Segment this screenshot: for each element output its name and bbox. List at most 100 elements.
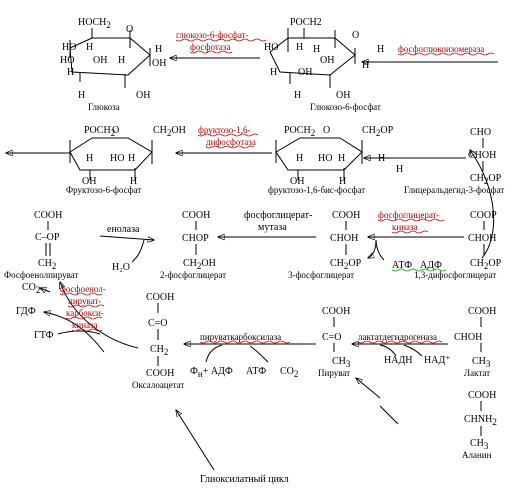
f6p-ho-1: HO	[110, 153, 124, 164]
g6p-oh-1: OH	[320, 55, 334, 66]
phosphoglucoisomerase-label: H фосфоглюкоизомераза	[377, 44, 495, 56]
nad-branch	[403, 344, 423, 357]
alanine-line-3: CH3	[470, 438, 489, 451]
arrow-alanine-to-pyr	[356, 378, 381, 399]
g3p-line-1: CHO	[470, 127, 491, 138]
arrow-gdf	[44, 312, 105, 353]
g3p-structure: CHO CHOH CH2OP Глицеральдегид-3-фосфат	[404, 127, 504, 195]
f16bp-h-1: H	[296, 153, 303, 164]
pg2-name: 2-фосфоглицерат	[160, 270, 226, 280]
gdf-label: ГДФ	[16, 306, 36, 317]
alanine-name: Аланин	[462, 450, 492, 460]
pepck-line-1: фосфоенол-	[60, 284, 106, 294]
pg2-line-2: CHOP	[182, 233, 209, 244]
gtf-label: ГТФ	[34, 330, 54, 341]
pepck-line-3: карбокси-	[66, 308, 104, 318]
glucose-oh-2: OH	[152, 58, 166, 69]
bpg-name: 1,3-дифосфоглицерат	[414, 270, 496, 280]
co2-label: CO2	[22, 282, 40, 295]
glucose-ho-2: HO	[60, 55, 74, 66]
pepck-label: фосфоенол- пируват- карбокси- киназа	[59, 284, 106, 332]
arrow-alanine-to-pyr-tail	[379, 405, 399, 425]
g6p-top-label: POCH2	[290, 17, 322, 28]
f6p-ch2oh: CH2OH	[153, 125, 186, 138]
oaa-line-3: CH2	[150, 344, 168, 357]
g6p-oh-2: OH	[298, 67, 312, 78]
pg3-name: 3-фосфоглицерат	[288, 270, 354, 280]
pyruvate-carboxylase-label: пируваткарбоксилаза	[199, 332, 291, 344]
glucose-o: O	[126, 24, 133, 35]
adp-label: АДФ	[420, 260, 442, 271]
alanine-structure: COOH CHNH2 CH3 Аланин	[462, 390, 497, 460]
pyr-carb-text: пируваткарбоксилаза	[200, 332, 281, 342]
pg3-structure: COOH CHOH CH2OP 3-фосфоглицерат	[288, 210, 362, 280]
oaa-line-2: C=O	[148, 318, 168, 329]
lactate-line-2: CHOH	[454, 332, 482, 343]
g6p-phosphatase-line-1: глюкозо-6-фосфат-	[176, 30, 249, 40]
gtf-branch	[57, 330, 101, 335]
f16bp-o: O	[323, 125, 330, 136]
g6p-name: Глюкозо-6-фосфат	[310, 102, 381, 112]
pep-structure: COOH C–OP CH2 Фосфоенолпируват	[4, 210, 78, 280]
pep-name: Фосфоенолпируват	[4, 270, 78, 280]
g6p-phosphatase-label: глюкозо-6-фосфат- фосфотаза	[175, 30, 267, 54]
g6p-h-1: H	[296, 42, 303, 53]
glucose-h-3: H	[67, 67, 74, 78]
glyoxylate-cycle-label: Глиоксилатный цикл	[200, 474, 289, 485]
glucose-h-2: H	[118, 55, 125, 66]
pg3-line-2: CHOH	[330, 233, 358, 244]
nad-label: НАД⁺	[424, 355, 451, 366]
pg3-line-3: CH2OP	[330, 258, 362, 271]
arrow-bpg-to-g3p	[470, 150, 495, 259]
glucose-h-5: H	[78, 90, 85, 101]
g6p-h-4: H	[362, 60, 369, 71]
pg-kinase-line-1: фосфоглицерат-	[378, 210, 440, 220]
pyruvate-name: Пируват	[318, 368, 350, 378]
glucose-h-1: H	[86, 42, 93, 53]
water-branch	[131, 239, 145, 263]
f6p-o: O	[112, 125, 119, 136]
isomerase-h: H	[377, 44, 384, 55]
pg2-line-3: CH2OH	[183, 258, 216, 271]
g6p-structure: POCH2 HO H O H OH H OH H H OH Глюкозо-6-…	[264, 17, 381, 112]
arrow-pep-to-2pg	[99, 235, 154, 240]
pyruvate-structure: COOH C=O CH3 Пируват	[318, 306, 351, 378]
f16bp-h-3: H	[339, 176, 346, 187]
mutase-line-2: мутаза	[258, 222, 287, 233]
nadh-label: НАДН	[384, 355, 413, 366]
f16bp-ch2op: CH2OP	[362, 125, 394, 138]
co2b-label: CO2	[280, 366, 298, 379]
f16bp-ho-1: HO	[318, 153, 332, 164]
pg-kinase-label: фосфоглицерат- киназа	[377, 210, 445, 234]
fn-branch	[205, 344, 223, 363]
bpg-line-2: CHOH	[468, 233, 496, 244]
glucose-ring	[69, 37, 151, 76]
bpg-line-3: CH2OP	[470, 258, 502, 271]
g6p-ho-1: HO	[264, 42, 278, 53]
g3p-name: Глицеральдегид-3-фосфат	[404, 185, 504, 195]
f6p-h-2: H	[128, 153, 135, 164]
pepck-line-2: пируват-	[68, 296, 101, 306]
f6p-top-label: POCH2	[84, 125, 115, 138]
f16bp-name: фруктозо-1,6-бис-фосфат	[268, 185, 365, 195]
oaa-structure: COOH C=O CH2 COOH Оксалоацетат	[132, 292, 184, 390]
f6p-h-1: H	[86, 153, 93, 164]
alanine-line-1: COOH	[468, 390, 496, 401]
enolase-label: енолаза	[107, 224, 140, 235]
atf-label: АТФ	[246, 366, 266, 377]
fn-label: Фн+ АДФ	[190, 366, 233, 379]
f16bp-oh-2: OH	[290, 176, 304, 187]
lactate-structure: COOH CHOH CH3 Лактат	[454, 306, 496, 378]
g6p-phosphatase-line-2: фосфотаза	[190, 42, 230, 52]
g6p-o: O	[352, 30, 359, 41]
f16bp-extra-h2: H	[396, 164, 403, 175]
g6p-oh-3: OH	[336, 90, 350, 101]
g6p-h-2: H	[313, 44, 320, 55]
bpg-structure: COOP CHOH CH2OP 1,3-дифосфоглицерат	[414, 210, 502, 280]
alanine-line-2: CHNH2	[464, 414, 497, 427]
glucose-oh-3: OH	[136, 90, 150, 101]
arrow-glyoxylate-to-oaa	[176, 410, 215, 471]
pyruvate-line-2: C=O	[322, 332, 342, 343]
glucose-ho-1: HO	[62, 42, 76, 53]
